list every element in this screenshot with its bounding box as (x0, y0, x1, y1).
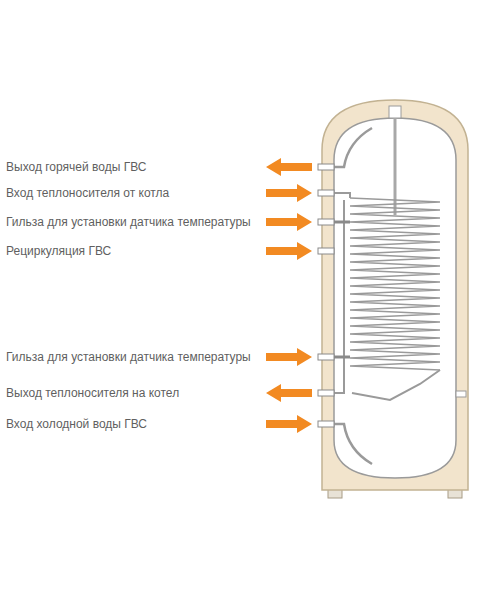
connection-label: Вход холодной воды ГВС (6, 417, 147, 431)
connection-stub (318, 354, 334, 360)
coil-outlet (352, 370, 440, 400)
connection-stub (318, 390, 334, 396)
sensor-sleeve (334, 221, 350, 224)
top-fitting (389, 106, 401, 118)
arrow-out (266, 384, 312, 402)
connection-stub (318, 421, 334, 427)
arrow-in (266, 348, 312, 366)
arrow-in (266, 213, 312, 231)
connection-label: Гильза для установки датчика температуры (6, 350, 251, 364)
flow-arrows (266, 158, 312, 433)
side-fitting (456, 391, 466, 397)
arrow-out (266, 158, 312, 176)
arrow-in (266, 184, 312, 202)
connection-stubs (318, 164, 334, 427)
coil-inlet (334, 193, 350, 198)
arrow-in (266, 242, 312, 260)
connection-label: Вход теплоносителя от котла (6, 186, 169, 200)
connection-stub (318, 248, 334, 254)
insulation-jacket (322, 100, 468, 490)
connection-stub (318, 164, 334, 170)
hot-water-pipe (334, 128, 372, 167)
coil-return-pipe (334, 200, 344, 393)
connection-label: Выход горячей воды ГВС (6, 160, 146, 174)
connection-stub (318, 219, 334, 225)
connection-label: Выход теплоносителя на котел (6, 386, 179, 400)
connection-label: Рециркуляция ГВС (6, 244, 111, 258)
arrow-in (266, 415, 312, 433)
connection-label: Гильза для установки датчика температуры (6, 215, 251, 229)
connection-stub (318, 190, 334, 196)
sensor-sleeve (334, 356, 350, 359)
inner-tank (334, 118, 456, 478)
cold-water-pipe (334, 424, 372, 464)
heat-exchanger-coil (350, 198, 440, 370)
